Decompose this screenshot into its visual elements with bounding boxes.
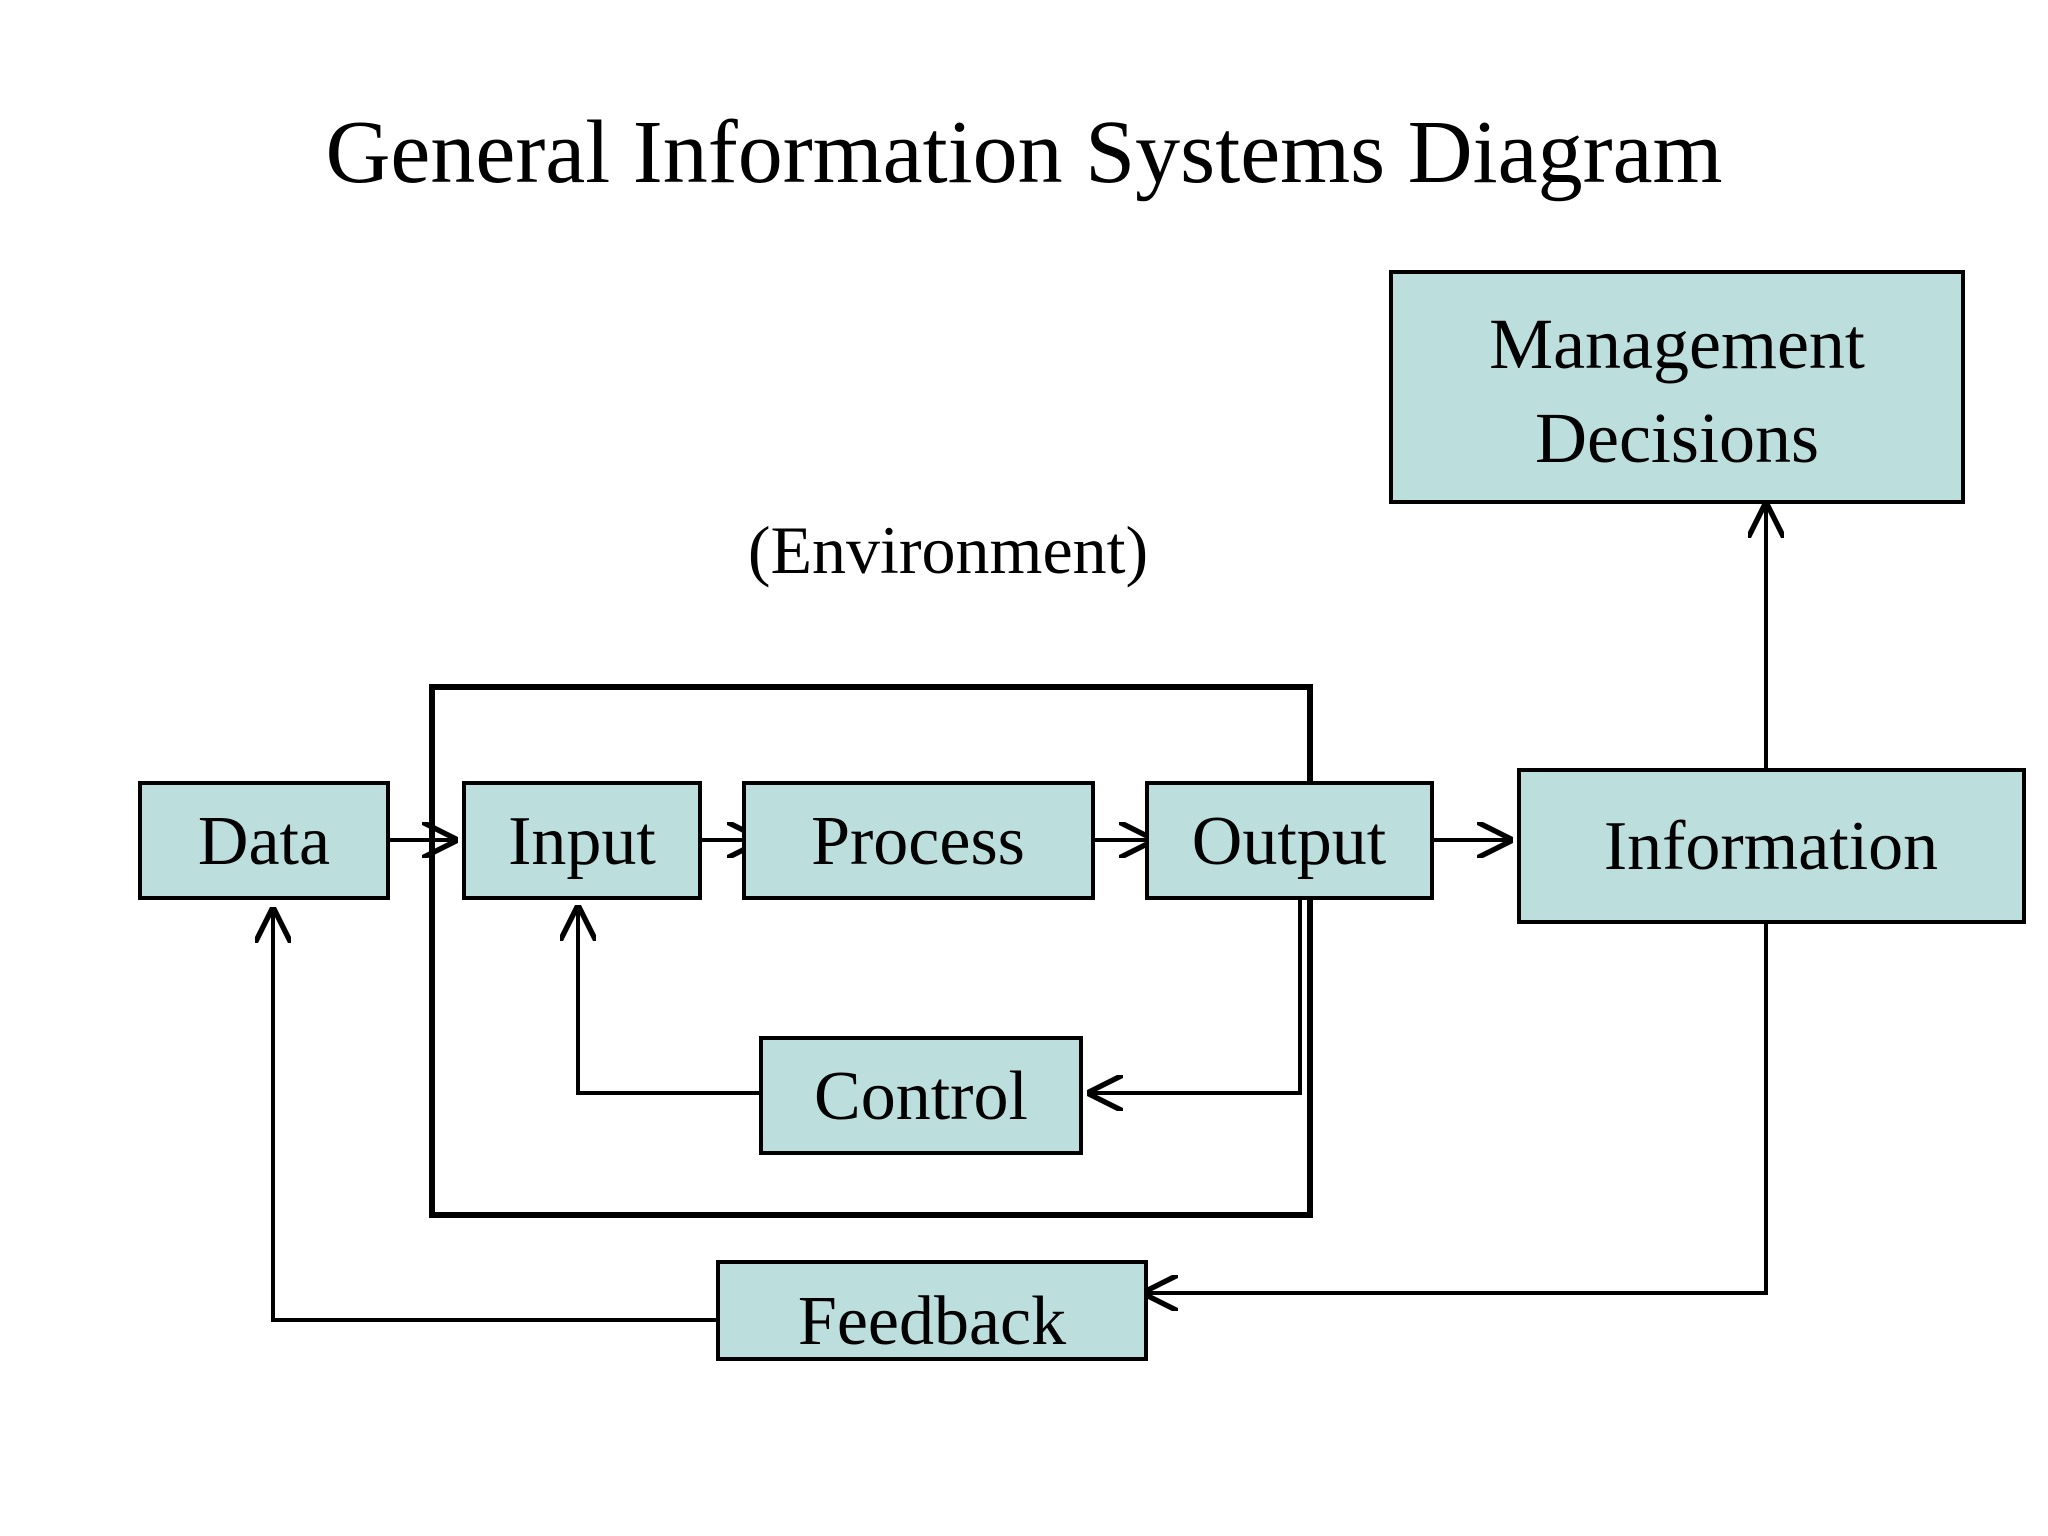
node-data-box[interactable] — [138, 781, 390, 900]
node-process-label: Process — [811, 803, 1025, 880]
node-feedback[interactable]: Feedback — [716, 1260, 1148, 1361]
node-output[interactable]: Output — [1145, 781, 1434, 900]
node-control-box[interactable] — [759, 1036, 1083, 1155]
node-control-label: Control — [814, 1058, 1028, 1135]
node-feedback-label: Feedback — [798, 1283, 1066, 1360]
node-output-label: Output — [1192, 803, 1387, 880]
node-information-box[interactable] — [1517, 768, 2026, 924]
environment-label: (Environment) — [748, 512, 1148, 588]
environment-boundary — [429, 684, 1313, 1218]
connector-control-to-input — [578, 908, 761, 1095]
node-process[interactable]: Process — [742, 781, 1095, 900]
node-process-box[interactable] — [742, 781, 1095, 900]
node-output-box[interactable] — [1145, 781, 1434, 900]
node-management-decisions-label-line2: Decisions — [1535, 398, 1819, 478]
node-input[interactable]: Input — [462, 781, 702, 900]
page-title: General Information Systems Diagram — [325, 103, 1723, 202]
node-input-label: Input — [508, 803, 656, 880]
node-data-label: Data — [198, 803, 330, 880]
node-control[interactable]: Control — [759, 1036, 1083, 1155]
connector-information-to-feedback — [1145, 920, 1768, 1293]
node-management-decisions[interactable]: Management Decisions — [1389, 270, 1965, 504]
node-input-box[interactable] — [462, 781, 702, 900]
node-data[interactable]: Data — [138, 781, 390, 900]
node-feedback-box[interactable] — [716, 1260, 1148, 1361]
connector-output-to-control — [1090, 900, 1302, 1093]
node-management-decisions-box[interactable] — [1389, 270, 1965, 504]
connector-feedback-to-data — [273, 910, 718, 1322]
node-information[interactable]: Information — [1517, 768, 2026, 924]
node-information-label: Information — [1604, 808, 1938, 885]
node-management-decisions-label-line1: Management — [1489, 304, 1865, 384]
